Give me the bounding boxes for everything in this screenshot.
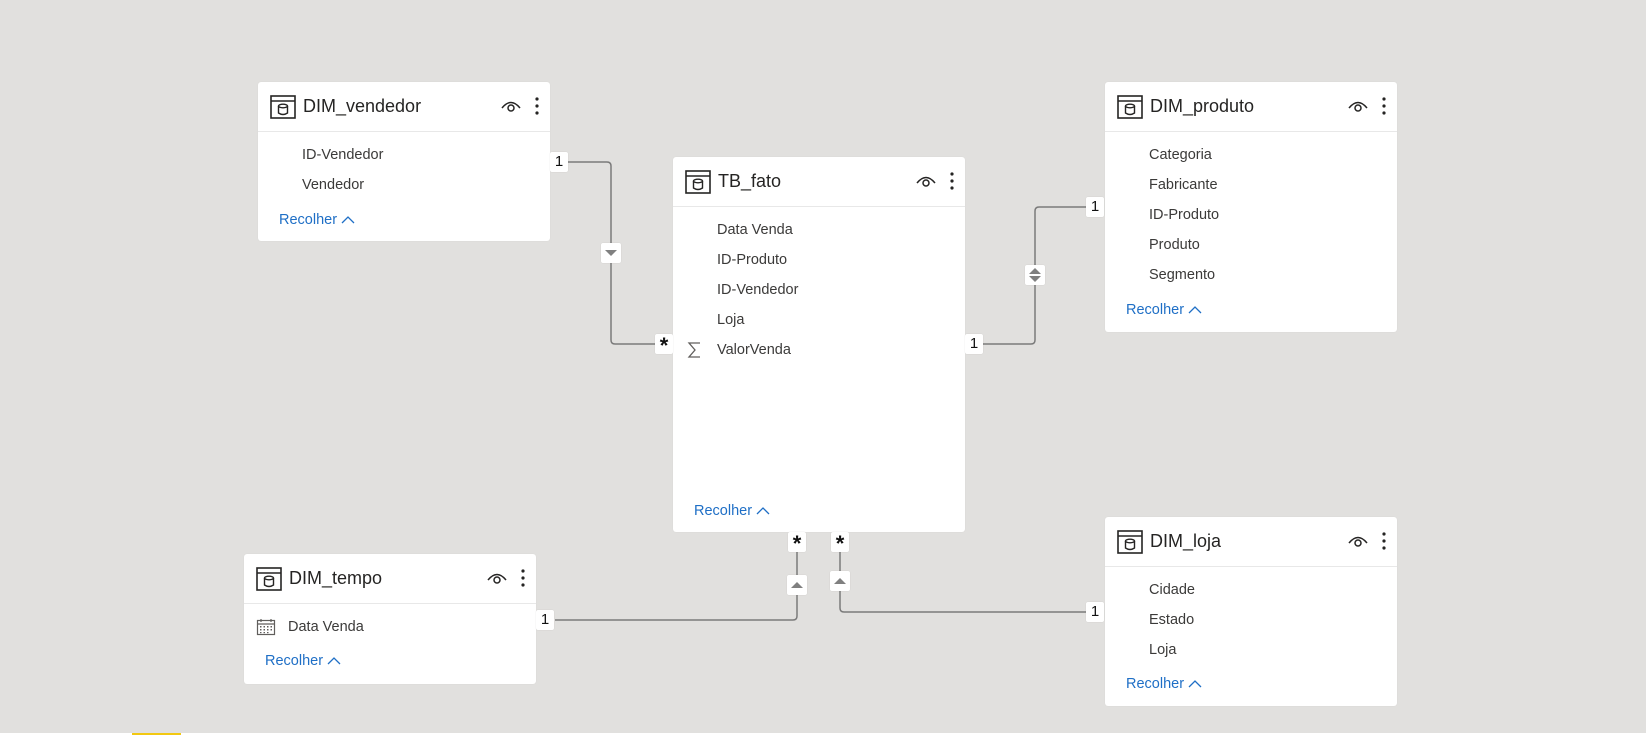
field-item-measure[interactable]: ValorVenda <box>673 335 965 365</box>
field-list: Categoria Fabricante ID-Produto Produto … <box>1105 132 1397 290</box>
field-item[interactable]: Segmento <box>1149 267 1216 283</box>
field-item[interactable]: ID-Vendedor <box>717 282 799 298</box>
eye-icon[interactable] <box>1347 98 1369 114</box>
table-icon <box>1117 95 1143 119</box>
field-item[interactable]: ID-Produto <box>717 252 788 268</box>
filter-direction-up-icon[interactable] <box>787 575 807 595</box>
table-title: DIM_produto <box>1150 96 1255 116</box>
collapse-label: Recolher <box>694 503 753 519</box>
table-card-dim-loja[interactable]: DIM_loja Cidade Estado Loja Recolher <box>1105 517 1397 706</box>
cardinality-many-badge[interactable]: * <box>831 532 849 552</box>
table-title: DIM_tempo <box>289 568 383 588</box>
chevron-up-icon <box>327 657 341 665</box>
more-options-icon[interactable] <box>520 568 526 588</box>
field-item[interactable]: Data Venda <box>717 222 793 238</box>
field-list: ID-Vendedor Vendedor <box>258 132 550 200</box>
more-options-icon[interactable] <box>534 96 540 116</box>
filter-direction-down-icon[interactable] <box>601 243 621 263</box>
collapse-label: Recolher <box>279 212 338 228</box>
table-card-dim-tempo[interactable]: DIM_tempo <box>244 554 536 684</box>
table-title: DIM_vendedor <box>303 96 422 116</box>
table-card-dim-vendedor[interactable]: DIM_vendedor ID-Vendedor Vendedor Recolh… <box>258 82 550 241</box>
field-item[interactable]: Categoria <box>1149 147 1212 163</box>
table-card-tb-fato[interactable]: TB_fato Data Venda ID-Produto ID-Vendedo… <box>673 157 965 532</box>
cardinality-one-badge[interactable]: 1 <box>536 610 554 630</box>
filter-direction-up-icon[interactable] <box>830 571 850 591</box>
collapse-label: Recolher <box>1126 676 1185 692</box>
active-page-tab[interactable] <box>132 733 181 735</box>
field-label: ValorVenda <box>717 342 791 358</box>
table-icon <box>1117 530 1143 554</box>
eye-icon[interactable] <box>915 173 937 189</box>
more-options-icon[interactable] <box>1381 96 1387 116</box>
eye-icon[interactable] <box>500 98 522 114</box>
collapse-button[interactable]: Recolher <box>694 503 770 519</box>
field-item-date[interactable]: Data Venda <box>244 612 536 642</box>
cardinality-one-badge[interactable]: 1 <box>965 334 983 354</box>
chevron-up-icon <box>1188 306 1202 314</box>
field-item[interactable]: ID-Produto <box>1149 207 1220 223</box>
table-icon <box>270 95 296 119</box>
collapse-button[interactable]: Recolher <box>265 653 341 669</box>
field-list: Cidade Estado Loja <box>1105 567 1397 665</box>
cardinality-one-badge[interactable]: 1 <box>550 152 568 172</box>
table-icon <box>256 567 282 591</box>
field-item[interactable]: Vendedor <box>302 177 365 193</box>
more-options-icon[interactable] <box>949 171 955 191</box>
collapse-label: Recolher <box>1126 302 1185 318</box>
cardinality-many-badge[interactable]: * <box>655 334 673 354</box>
table-header[interactable]: TB_fato <box>673 157 965 207</box>
table-title: DIM_loja <box>1150 531 1222 551</box>
sigma-icon <box>687 342 700 358</box>
table-header[interactable]: DIM_produto <box>1105 82 1397 132</box>
table-header[interactable]: DIM_vendedor <box>258 82 550 132</box>
cardinality-one-badge[interactable]: 1 <box>1086 197 1104 217</box>
field-list: Data Venda ID-Produto ID-Vendedor Loja V… <box>673 207 965 365</box>
field-list: Data Venda <box>244 604 536 642</box>
chevron-up-icon <box>341 216 355 224</box>
table-title: TB_fato <box>718 171 782 191</box>
filter-direction-both-icon[interactable] <box>1025 265 1045 285</box>
collapse-label: Recolher <box>265 653 324 669</box>
table-icon <box>685 170 711 194</box>
page-tabs-bar <box>0 733 1646 735</box>
field-item[interactable]: Produto <box>1149 237 1200 253</box>
more-options-icon[interactable] <box>1381 531 1387 551</box>
table-card-dim-produto[interactable]: DIM_produto Categoria Fabricante ID-Prod… <box>1105 82 1397 332</box>
calendar-icon <box>256 619 276 636</box>
field-label: Data Venda <box>288 619 364 635</box>
field-item[interactable]: Loja <box>717 312 745 328</box>
collapse-button[interactable]: Recolher <box>1126 676 1202 692</box>
table-header[interactable]: DIM_tempo <box>244 554 536 604</box>
table-header[interactable]: DIM_loja <box>1105 517 1397 567</box>
collapse-button[interactable]: Recolher <box>279 212 355 228</box>
field-item[interactable]: ID-Vendedor <box>302 147 384 163</box>
field-item[interactable]: Cidade <box>1149 582 1195 598</box>
field-item[interactable]: Fabricante <box>1149 177 1218 193</box>
eye-icon[interactable] <box>486 570 508 586</box>
cardinality-one-badge[interactable]: 1 <box>1086 602 1104 622</box>
field-item[interactable]: Loja <box>1149 642 1177 658</box>
chevron-up-icon <box>756 507 770 515</box>
field-item[interactable]: Estado <box>1149 612 1195 628</box>
collapse-button[interactable]: Recolher <box>1126 302 1202 318</box>
chevron-up-icon <box>1188 680 1202 688</box>
eye-icon[interactable] <box>1347 533 1369 549</box>
cardinality-many-badge[interactable]: * <box>788 532 806 552</box>
